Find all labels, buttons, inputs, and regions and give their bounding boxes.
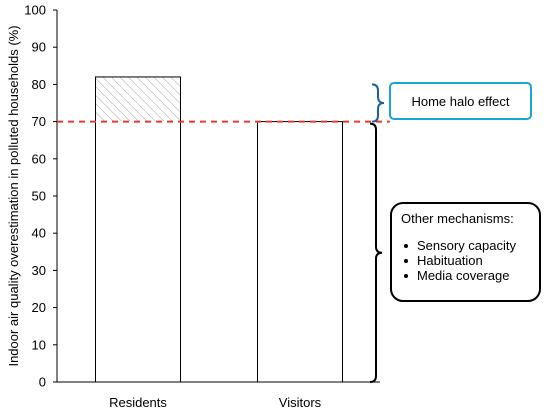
mechanism-item: Habituation: [417, 253, 483, 268]
y-tick-label: 90: [32, 40, 46, 55]
y-tick-label: 0: [39, 375, 46, 390]
other-title: Other mechanisms:: [401, 211, 514, 226]
other-box: [390, 202, 541, 302]
y-tick-label: 40: [32, 226, 46, 241]
y-tick-label: 10: [32, 337, 46, 352]
bullet-icon: [404, 259, 408, 263]
bar-residents: [95, 76, 181, 383]
bar-visitors: [257, 121, 343, 383]
y-tick-label: 70: [32, 114, 46, 129]
bullet-icon: [404, 244, 408, 248]
mechanism-item: Sensory capacity: [417, 238, 516, 253]
bullet-icon: [404, 274, 408, 278]
y-axis-title: Indoor air quality overestimation in pol…: [6, 25, 21, 366]
y-tick-label: 80: [32, 77, 46, 92]
y-tick-label: 100: [24, 3, 46, 18]
mechanism-item: Media coverage: [417, 268, 510, 283]
y-tick-label: 60: [32, 151, 46, 166]
x-tick-label: Visitors: [279, 395, 322, 410]
y-tick-label: 30: [32, 263, 46, 278]
halo-box: [389, 82, 532, 120]
y-tick-label: 20: [32, 300, 46, 315]
hatched-segment: [96, 77, 180, 122]
other-brace: [369, 122, 383, 383]
halo-brace: [371, 83, 385, 123]
halo-label: Home halo effect: [411, 94, 509, 109]
y-tick-label: 50: [32, 189, 46, 204]
x-tick-label: Residents: [109, 395, 167, 410]
